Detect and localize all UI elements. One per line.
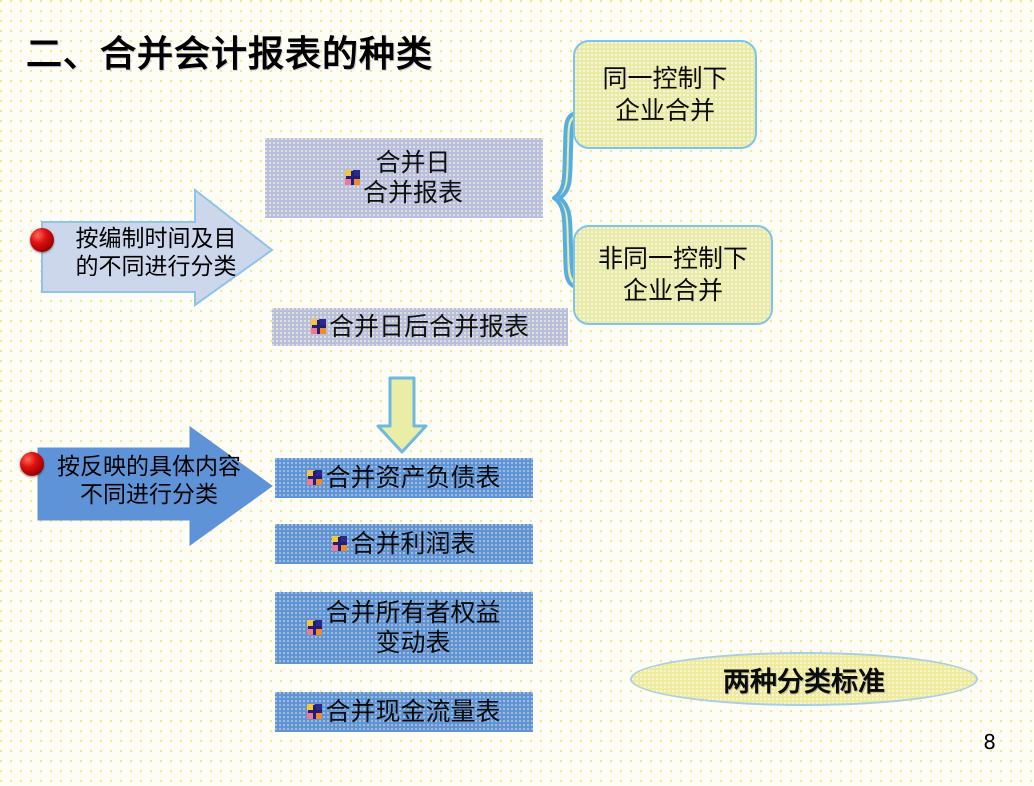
summary-oval-label: 两种分类标准 (723, 666, 885, 698)
report-box-merger-date[interactable]: 合并日 合并报表 (265, 138, 543, 218)
page-title: 二、合并会计报表的种类 (26, 34, 434, 75)
content-report-cash-flow[interactable]: 合并现金流量表 (275, 692, 533, 732)
red-sphere-bullet-2 (20, 452, 44, 476)
content-report-income-statement[interactable]: 合并利润表 (275, 524, 533, 564)
content-report-cash-flow-label: 合并现金流量表 (325, 697, 501, 726)
pinwheel-bullet-icon-3 (307, 470, 323, 486)
merger-type-same-control-label: 同一控制下 企业合并 (602, 63, 728, 125)
pinwheel-bullet-icon-5 (307, 620, 323, 636)
pinwheel-bullet-icon-2 (310, 319, 327, 335)
content-report-equity-changes[interactable]: 合并所有者权益 变动表 (275, 592, 533, 664)
report-box-after-merger-date-label: 合并日后合并报表 (328, 311, 529, 341)
content-report-balance-sheet-label: 合并资产负债表 (325, 463, 501, 492)
summary-oval-two-standards[interactable]: 两种分类标准 (630, 652, 978, 706)
content-report-income-statement-label: 合并利润表 (350, 529, 476, 558)
merger-type-box-same-control[interactable]: 同一控制下 企业合并 (573, 40, 757, 149)
pinwheel-bullet-icon-6 (307, 704, 323, 720)
merger-type-different-control-label: 非同一控制下 企业合并 (597, 244, 748, 305)
content-report-equity-changes-label: 合并所有者权益 变动表 (325, 598, 501, 657)
report-box-merger-date-label: 合并日 合并报表 (362, 147, 463, 208)
content-report-balance-sheet[interactable]: 合并资产负债表 (275, 458, 533, 498)
report-box-after-merger-date[interactable]: 合并日后合并报表 (272, 308, 568, 346)
pinwheel-bullet-icon-4 (332, 536, 348, 552)
page-number: 8 (983, 730, 996, 754)
pinwheel-bullet-icon (344, 170, 361, 186)
merger-type-box-different-control[interactable]: 非同一控制下 企业合并 (573, 225, 773, 325)
arrow-label-by-content: 按反映的具体内容 不同进行分类 (57, 454, 241, 508)
red-sphere-bullet (30, 228, 54, 252)
down-arrow-shape (376, 376, 428, 454)
arrow-label-by-preparation-time: 按编制时间及目 的不同进行分类 (75, 226, 237, 280)
